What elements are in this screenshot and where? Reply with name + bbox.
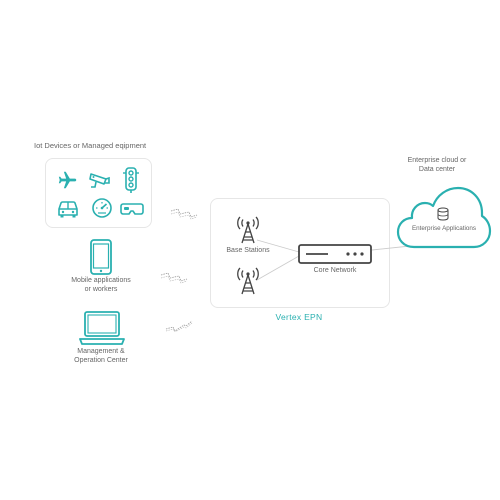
iot-devices-box <box>45 158 152 228</box>
management-label: Management & Operation Center <box>50 348 152 365</box>
base-station-tower-icon <box>237 267 259 295</box>
enterprise-applications-label: Enterprise Applications <box>411 225 477 232</box>
network-connectors <box>256 239 300 281</box>
security-camera-icon <box>89 173 110 188</box>
vertex-epn-title: Vertex EPN <box>275 312 323 322</box>
core-network-router-icon <box>298 244 372 264</box>
cloud-caption-line2: Data center <box>418 165 456 173</box>
speedometer-icon <box>92 198 112 218</box>
wireless-link-icon <box>170 208 198 220</box>
mobile-phone-icon <box>90 239 112 275</box>
airplane-icon <box>58 171 77 189</box>
vertex-epn-box <box>210 198 390 308</box>
base-stations-label: Base Stations <box>226 247 270 254</box>
cloud-caption: Enterprise cloud or Data center <box>395 157 479 174</box>
mobile-label-line1: Mobile applications <box>71 277 131 284</box>
epn-cloud-link <box>372 245 411 251</box>
enterprise-cloud-icon <box>396 186 492 249</box>
wireless-link-icon <box>165 320 193 332</box>
core-network-label: Core Network <box>313 267 357 274</box>
traffic-light-icon <box>123 167 139 193</box>
management-label-line2: Operation Center <box>74 356 128 364</box>
cloud-caption-line1: Enterprise cloud or <box>407 157 467 164</box>
wireless-link-icon <box>160 272 188 284</box>
mobile-label: Mobile applications or workers <box>50 277 152 294</box>
vr-headset-icon <box>120 203 144 215</box>
mobile-label-line2: or workers <box>84 285 118 293</box>
iot-devices-title: Iot Devices or Managed eqipment <box>34 141 147 150</box>
management-label-line1: Management & <box>77 348 125 355</box>
base-station-tower-icon <box>237 216 259 244</box>
laptop-icon <box>79 311 125 345</box>
car-icon <box>58 201 78 218</box>
database-icon <box>437 207 449 221</box>
